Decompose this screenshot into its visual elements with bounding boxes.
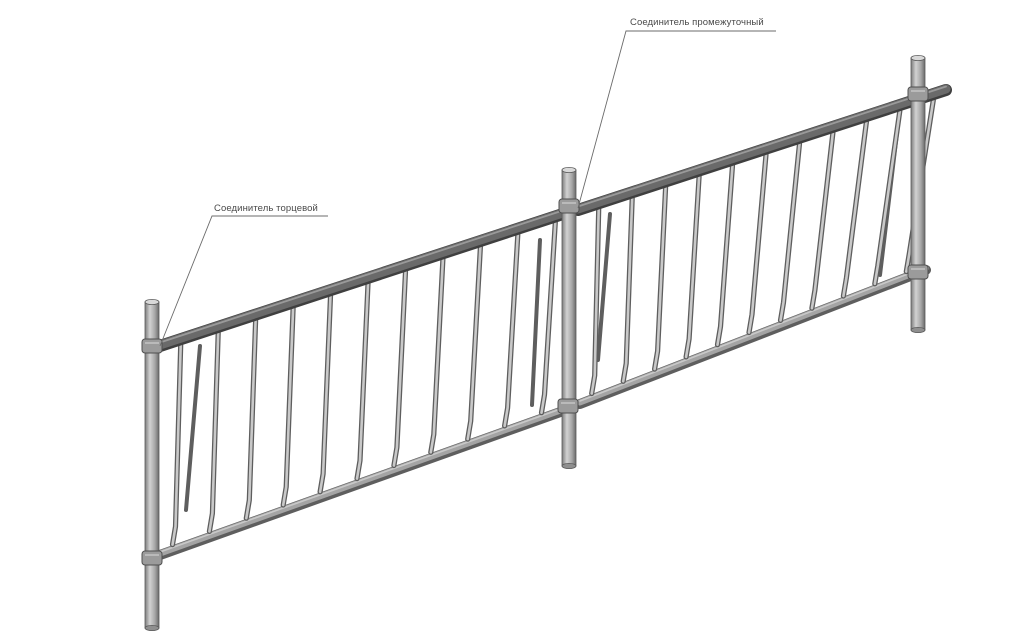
right-panel-frame-stile xyxy=(596,212,612,362)
right-panel-bottom-rail-highlight xyxy=(579,266,927,402)
left-panel-bar xyxy=(503,233,520,428)
right-panel-bar xyxy=(810,131,835,310)
right-panel-bar xyxy=(747,153,768,334)
right-panel-bar xyxy=(684,175,701,359)
left-panel-bar xyxy=(355,282,370,480)
post xyxy=(561,169,577,467)
left-panel-bottom-rail xyxy=(157,405,569,557)
left-panel-bar xyxy=(392,270,407,467)
left-panel-top-rail xyxy=(155,205,577,350)
post-base xyxy=(561,462,577,469)
right-panel-bar xyxy=(873,109,902,286)
right-panel-top-rail xyxy=(573,84,951,214)
right-panel-bar xyxy=(716,164,734,346)
left-panel-bar xyxy=(318,294,332,494)
leader-line-intermediate-connector xyxy=(577,30,776,209)
left-panel-bar xyxy=(208,331,220,533)
post-base xyxy=(144,625,160,632)
connector-clamp xyxy=(141,338,163,354)
fence-connectors xyxy=(141,86,929,566)
post-cap xyxy=(910,55,926,62)
leader-line-end-connector xyxy=(159,215,328,347)
right-panel-bar xyxy=(621,197,634,383)
post-cap xyxy=(561,166,577,173)
left-panel-bar xyxy=(466,245,482,441)
connector-clamp xyxy=(141,550,163,566)
left-panel-frame-stile xyxy=(184,344,202,512)
fence-posts xyxy=(144,55,926,632)
right-panel-top-rail-highlight xyxy=(577,85,947,208)
right-panel-bar xyxy=(653,186,667,371)
left-panel-bar xyxy=(429,258,445,454)
left-panel-frame-stile xyxy=(530,238,542,407)
callout-end-connector: Соединитель торцевой xyxy=(159,203,328,347)
left-panel-bar xyxy=(540,221,557,414)
label-end-connector: Соединитель торцевой xyxy=(214,203,318,214)
fence-panel-left xyxy=(154,205,578,560)
right-panel-bar xyxy=(842,120,868,298)
left-panel-bar xyxy=(281,307,295,507)
fence-panel-right xyxy=(572,84,952,409)
connector-clamp xyxy=(558,198,580,214)
right-panel-bar xyxy=(779,142,801,322)
left-panel-bar xyxy=(171,343,182,546)
post-base xyxy=(910,326,926,333)
callout-intermediate-connector: Соединитель промежуточный xyxy=(577,17,776,209)
post-cap xyxy=(144,298,160,305)
left-panel-bottom-rail-highlight xyxy=(159,406,567,553)
right-panel-bar xyxy=(590,207,600,395)
connector-clamp xyxy=(907,86,929,102)
connector-clamp xyxy=(557,398,579,414)
label-intermediate-connector: Соединитель промежуточный xyxy=(630,17,764,28)
right-panel-bottom-rail xyxy=(577,265,929,406)
left-panel-top-rail-highlight xyxy=(159,206,573,344)
connector-clamp xyxy=(907,264,929,280)
left-panel-bar xyxy=(245,319,257,520)
